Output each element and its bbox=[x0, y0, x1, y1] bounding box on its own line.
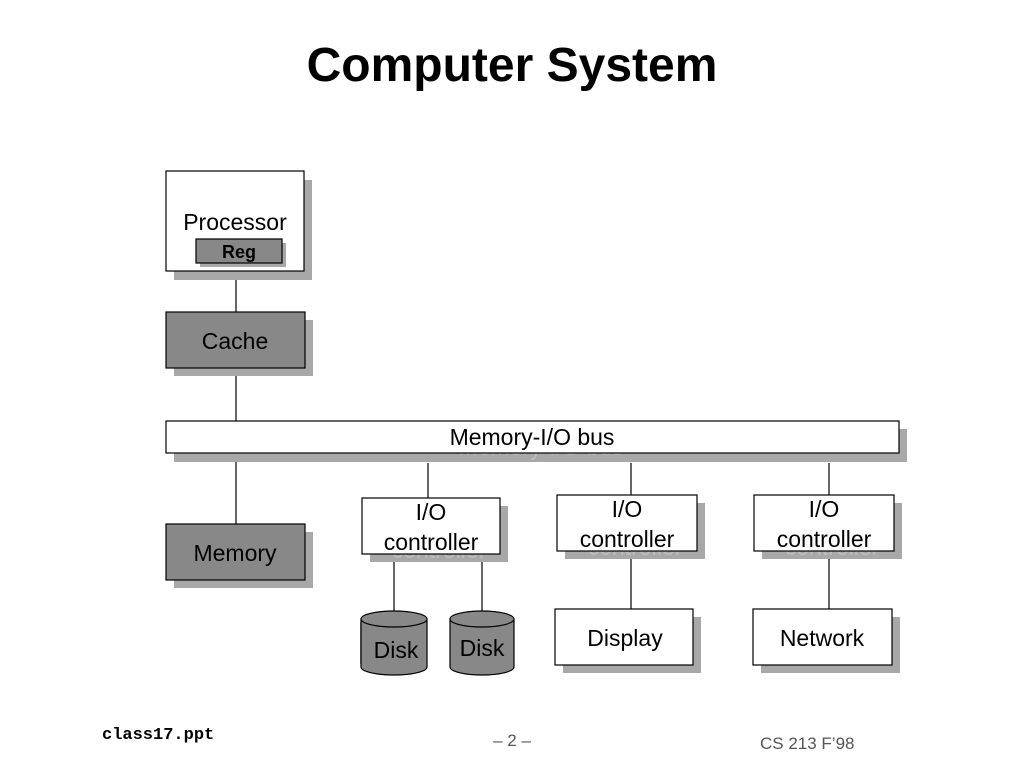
cache-box bbox=[165, 311, 306, 369]
bus-label: Memory-I/O bus bbox=[450, 424, 615, 450]
io-controller-2-line2: controller bbox=[580, 526, 675, 552]
bus-box bbox=[165, 420, 900, 454]
connectors bbox=[235, 271, 830, 612]
disk-1-body bbox=[360, 618, 428, 676]
register-box bbox=[195, 238, 283, 264]
footer-filename: class17.ppt bbox=[102, 726, 215, 745]
display-node: Display bbox=[554, 608, 701, 673]
disk-2-body bbox=[449, 618, 515, 676]
display-label: Display bbox=[587, 625, 663, 651]
io-controller-3-line1: I/O bbox=[809, 496, 840, 522]
io-controller-1-line2: controller bbox=[384, 529, 479, 555]
memory-node: Memory bbox=[165, 523, 313, 588]
network-label: Network bbox=[780, 625, 865, 651]
disk-2: Disk bbox=[449, 610, 515, 676]
disk-2-top bbox=[449, 610, 515, 628]
io-controller-2-line1: I/O bbox=[612, 496, 643, 522]
io-controller-2: controller I/O controller bbox=[556, 494, 705, 560]
network-node: Network bbox=[752, 608, 900, 673]
footer-course: CS 213 F’98 bbox=[760, 734, 855, 753]
io-controller-3-line2: controller bbox=[777, 526, 872, 552]
memory-io-bus-node: Memory-I/O bus Memory-I/O bus bbox=[165, 420, 907, 462]
processor-node: Processor Reg bbox=[165, 170, 312, 280]
disk-1-label: Disk bbox=[374, 637, 419, 663]
disk-1: Disk bbox=[360, 610, 428, 676]
processor-label: Processor bbox=[183, 209, 287, 235]
footer-page-number: – 2 – bbox=[493, 731, 531, 750]
io-controller-2-box bbox=[556, 494, 698, 552]
register-label: Reg bbox=[222, 242, 256, 262]
io-controller-3-box bbox=[753, 494, 895, 552]
network-box bbox=[752, 608, 893, 666]
cache-label: Cache bbox=[202, 328, 268, 354]
io-controller-3: controller I/O controller bbox=[753, 494, 902, 560]
disk-1-top bbox=[360, 610, 428, 628]
disk-2-label: Disk bbox=[460, 635, 505, 661]
cache-node: Cache bbox=[165, 311, 313, 376]
memory-label: Memory bbox=[193, 540, 277, 566]
slide-title: Computer System bbox=[306, 39, 718, 92]
display-box bbox=[554, 608, 694, 666]
io-controller-1-box bbox=[361, 497, 501, 555]
io-controller-1: controller I/O controller bbox=[361, 497, 508, 563]
memory-box bbox=[165, 523, 306, 581]
io-controller-1-line1: I/O bbox=[416, 499, 447, 525]
